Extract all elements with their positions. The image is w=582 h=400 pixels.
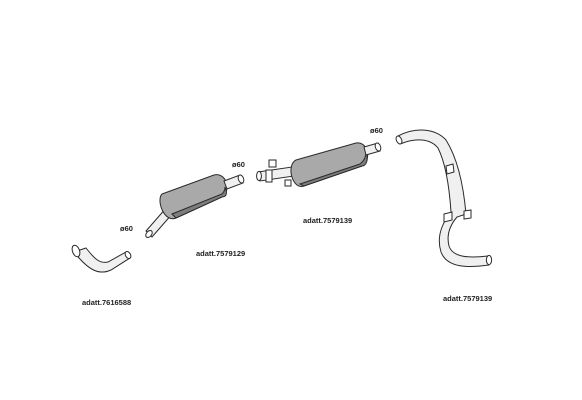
tail-pipe-outlet-end [485,254,493,266]
rear-muffler-outlet-end [374,142,382,152]
rear-muffler-code-label: adatt.7579139 [303,216,352,225]
tail-pipe: adatt.7579139 [395,129,493,303]
front-pipe-tube [73,247,131,273]
tail-pipe-hanger-lower [443,209,472,223]
front-pipe-outlet [124,250,132,260]
rear-muffler-inlet-end [256,170,262,182]
rear-muffler-inlet-pipe [257,166,295,182]
middle-muffler-inlet-end [145,230,153,238]
tail-pipe-code-label: adatt.7579139 [443,294,492,303]
rear-muffler-body [290,142,369,187]
middle-muffler-shade [171,186,227,219]
front-pipe-diameter-label: ø60 [120,224,133,233]
tail-pipe-hanger-upper [445,163,455,175]
rear-muffler-bracket [268,159,292,187]
middle-muffler-diameter-label: ø60 [232,160,245,169]
rear-muffler-diameter-label: ø60 [370,126,383,135]
front-pipe-code-label: adatt.7616588 [82,298,131,307]
rear-muffler-clamp [265,169,273,183]
tail-pipe-inlet-end [395,135,403,145]
middle-muffler: ø60 adatt.7579129 [145,160,245,258]
tail-pipe-tube [397,129,490,267]
front-pipe: ø60 adatt.7616588 [71,224,133,307]
front-pipe-flange [71,244,81,258]
rear-muffler: ø60 adatt.7579139 [256,126,383,225]
middle-muffler-outlet-end [237,174,245,184]
middle-muffler-code-label: adatt.7579129 [196,249,245,258]
